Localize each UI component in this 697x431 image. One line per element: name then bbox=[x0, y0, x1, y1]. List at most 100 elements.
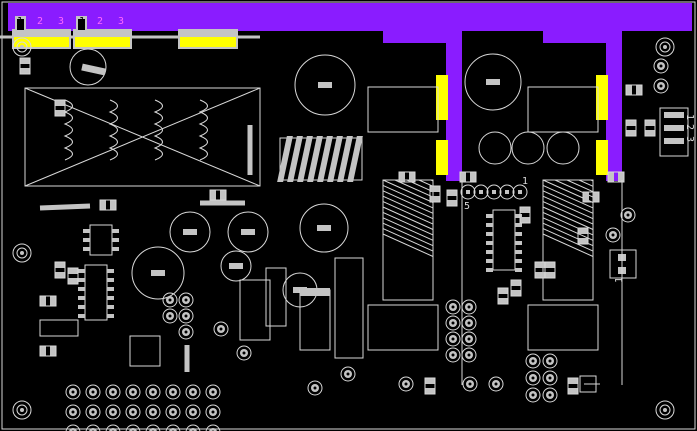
ic-pin bbox=[78, 296, 85, 300]
via-pad bbox=[85, 424, 101, 431]
via-hole bbox=[211, 410, 215, 414]
via-hole bbox=[242, 351, 246, 355]
trimmer bbox=[69, 48, 107, 86]
hatch-line bbox=[382, 222, 434, 247]
mounting-hole bbox=[20, 45, 24, 49]
via-hole bbox=[404, 382, 408, 386]
smd-component bbox=[447, 200, 457, 206]
smd-component bbox=[535, 272, 545, 278]
via-pad bbox=[205, 384, 221, 400]
via-hole bbox=[171, 390, 175, 394]
copper-trace bbox=[543, 31, 622, 43]
connector-pad-copper bbox=[14, 37, 69, 47]
smd-component bbox=[519, 206, 531, 224]
smd-component bbox=[50, 296, 56, 306]
ic-pin bbox=[78, 269, 85, 273]
via-hole bbox=[184, 298, 188, 302]
via-pad bbox=[542, 387, 558, 403]
ic-pin bbox=[486, 259, 493, 263]
via-pad bbox=[462, 376, 478, 392]
ic-pin bbox=[107, 278, 114, 282]
smd-component bbox=[39, 295, 57, 307]
via-hole bbox=[219, 327, 223, 331]
via-pad bbox=[236, 345, 252, 361]
header-pin1-label: 1 bbox=[522, 176, 529, 187]
ic-pin bbox=[515, 214, 522, 218]
via-hole bbox=[313, 386, 317, 390]
ic-pin bbox=[78, 314, 85, 318]
smd-component bbox=[625, 119, 637, 137]
hatch-line bbox=[542, 217, 594, 241]
coil-turn bbox=[297, 136, 313, 182]
hatch-line bbox=[382, 184, 434, 209]
via-pad bbox=[65, 384, 81, 400]
electrolytic-capacitor bbox=[131, 246, 185, 300]
ic-pin bbox=[515, 250, 522, 254]
coil-winding bbox=[198, 99, 208, 161]
smd-component bbox=[626, 85, 632, 95]
smd-component bbox=[578, 228, 588, 234]
via-pad bbox=[445, 299, 461, 315]
via-pad bbox=[65, 404, 81, 420]
via-hole bbox=[451, 305, 455, 309]
hatch-line bbox=[394, 179, 434, 198]
via-pad bbox=[105, 404, 121, 420]
pin1-square-pad bbox=[17, 19, 24, 30]
electrolytic-capacitor bbox=[464, 53, 522, 111]
hatch-line bbox=[382, 201, 434, 225]
mounting-hole bbox=[20, 408, 24, 412]
via-pad bbox=[125, 384, 141, 400]
header-pin5-label: 5 bbox=[464, 201, 471, 212]
coil-winding bbox=[108, 99, 118, 161]
coil-winding bbox=[63, 99, 73, 161]
via-pad bbox=[162, 292, 178, 308]
via-hole bbox=[531, 393, 535, 397]
electrolytic-capacitor bbox=[227, 211, 269, 253]
hatch-line bbox=[542, 228, 594, 252]
via-pad bbox=[129, 428, 137, 431]
hatch-line bbox=[542, 233, 594, 257]
via-hole bbox=[548, 393, 552, 397]
diode-band bbox=[300, 288, 330, 296]
smd-component bbox=[498, 298, 508, 304]
header-pin bbox=[473, 184, 489, 200]
ic-pin bbox=[515, 223, 522, 227]
component-outline bbox=[527, 86, 599, 133]
smd-component bbox=[424, 377, 436, 395]
via-hole bbox=[131, 410, 135, 414]
hatch-line bbox=[430, 179, 434, 182]
smd-component bbox=[40, 346, 46, 356]
header-pad bbox=[518, 190, 522, 194]
smd-component bbox=[636, 85, 642, 95]
ic-pin bbox=[486, 232, 493, 236]
smd-component bbox=[511, 280, 521, 286]
mounting-hole bbox=[12, 243, 32, 263]
conn-right-pin1-label: 1 bbox=[684, 113, 696, 121]
copper-trace bbox=[383, 31, 462, 43]
via-hole bbox=[191, 410, 195, 414]
via-pad bbox=[165, 424, 181, 431]
via-pad bbox=[185, 384, 201, 400]
via-pad bbox=[125, 424, 141, 431]
electrolytic-capacitor bbox=[294, 54, 356, 116]
via-pad bbox=[109, 428, 117, 431]
smd-component bbox=[220, 190, 226, 200]
via-pad bbox=[69, 428, 77, 431]
copper-pour-top bbox=[8, 3, 692, 31]
via-pad bbox=[178, 308, 194, 324]
conn-mid-pin2-label: 2 bbox=[97, 16, 104, 27]
smd-component bbox=[425, 378, 435, 384]
smd-component bbox=[644, 119, 656, 137]
ic-pin bbox=[515, 259, 522, 263]
smd-component bbox=[567, 377, 579, 395]
via-hole bbox=[168, 314, 172, 318]
smd-component bbox=[398, 171, 416, 183]
ic-pin bbox=[112, 229, 119, 233]
smd-component bbox=[55, 110, 65, 116]
hatch-line bbox=[542, 190, 594, 214]
hatch-line bbox=[542, 195, 594, 220]
via-hole bbox=[211, 390, 215, 394]
smd-component bbox=[608, 172, 614, 182]
